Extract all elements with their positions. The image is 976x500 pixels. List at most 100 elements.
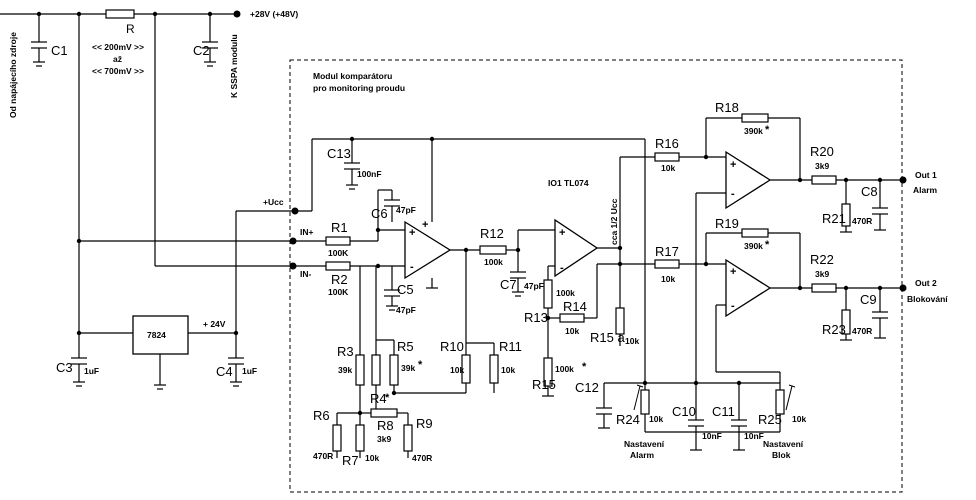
r11-value: 10k: [501, 365, 515, 375]
pot-alarm-sublabel: Alarm: [630, 450, 655, 460]
r11-label: R11: [499, 339, 522, 354]
module-supply-bus: [295, 136, 646, 383]
r9-value: 470R: [412, 453, 432, 463]
c7-label: C7: [500, 277, 517, 292]
r21-label: R21: [822, 211, 846, 226]
pot-blok-sublabel: Blok: [772, 450, 791, 460]
r22-value: 3k9: [815, 269, 829, 279]
r16-label: R16: [655, 136, 679, 151]
opamp1-minus-sign: -: [410, 261, 414, 273]
opamp2-plus-sign: +: [559, 227, 565, 239]
c2-label: C2: [193, 43, 210, 58]
r6-label: R6: [313, 408, 330, 423]
r3-value: 39k: [338, 365, 352, 375]
opamp-stage2: [479, 218, 620, 397]
r23-value: 470R: [852, 326, 872, 336]
ucc-label: +Ucc: [263, 197, 284, 207]
module-title-line1: Modul komparátoru: [313, 71, 392, 81]
r5-value: 39k: [401, 363, 415, 373]
out2-sublabel: Blokování: [907, 294, 948, 304]
r9-label: R9: [416, 416, 433, 431]
r7-label: R7: [342, 453, 359, 468]
supply-rail: [0, 9, 241, 333]
r2-label: R2: [331, 272, 348, 287]
r8-label: R8: [377, 418, 394, 433]
r17-value: 10k: [661, 274, 675, 284]
comp1-minus-sign: -: [731, 188, 735, 200]
c9-label: C9: [860, 292, 877, 307]
r24-value: 10k: [649, 414, 663, 424]
r12-value: 100k: [484, 257, 503, 267]
ic-label: IO1 TL074: [548, 178, 589, 188]
r5-label: R5: [397, 339, 414, 354]
out1-sublabel: Alarm: [913, 185, 938, 195]
module-boundary: [289, 59, 903, 493]
r15-label: R15: [532, 377, 556, 392]
comp2-plus-sign: +: [730, 266, 736, 278]
r22-label: R22: [810, 252, 834, 267]
c11-label: C11: [712, 404, 735, 419]
supply-source-label: Od napájecího zdroje: [8, 32, 18, 118]
r18-label: R18: [715, 100, 739, 115]
r4-mark: *: [385, 392, 390, 404]
c11-value: 10nF: [744, 431, 764, 441]
comparator-blok: [654, 228, 907, 383]
c4-label: C4: [216, 364, 233, 379]
c8-label: C8: [861, 184, 878, 199]
opamp-stage1: [325, 189, 480, 393]
pot-alarm-label: Nastavení: [624, 439, 665, 449]
sense-range-bottom: << 700mV >>: [92, 66, 144, 76]
r23-label: R23: [822, 322, 846, 337]
regulator-label: 7824: [147, 330, 166, 340]
r3-label: R3: [337, 344, 354, 359]
c1-label: C1: [51, 43, 68, 58]
c13-value: 100nF: [357, 169, 382, 179]
r15a-label: R15 a: [590, 330, 625, 345]
c6-label: C6: [371, 206, 388, 221]
r21-value: 470R: [852, 216, 872, 226]
r17-label: R17: [655, 244, 679, 259]
r19-mark: *: [765, 239, 770, 251]
reference-node: [615, 156, 655, 346]
r24-label: R24: [616, 412, 640, 427]
r10-value: 10k: [450, 365, 464, 375]
sense-range-mid: až: [113, 54, 122, 64]
r19-value: 390k: [744, 241, 763, 251]
r25-value: 10k: [792, 414, 806, 424]
c10-value: 10nF: [702, 431, 722, 441]
c6-value: 47pF: [396, 205, 416, 215]
r15-value: 100k: [555, 364, 574, 374]
c3-value: 1uF: [84, 366, 99, 376]
in-minus-label: IN-: [300, 269, 312, 279]
r2-value: 100K: [328, 287, 349, 297]
r14-label: R14: [563, 299, 587, 314]
r13-value: 100k: [556, 288, 575, 298]
r15a-value: 10k: [625, 336, 639, 346]
adjustment-network: [596, 380, 796, 451]
opamp1-plus-supply: +: [422, 219, 428, 231]
r14-value: 10k: [565, 326, 579, 336]
r6-value: 470R: [313, 451, 333, 461]
r10-label: R10: [440, 339, 464, 354]
opamp1-plus-sign: +: [409, 227, 415, 239]
input-terminals: [76, 237, 326, 270]
r1-value: 100K: [328, 248, 349, 258]
pot-blok-label: Nastavení: [763, 439, 804, 449]
sense-resistor-label: R: [126, 22, 135, 36]
sense-resistor-symbol: [105, 9, 135, 19]
c5-value: 47pF: [396, 305, 416, 315]
r20-label: R20: [810, 144, 834, 159]
out2-label: Out 2: [915, 278, 937, 288]
regulator-section: [71, 207, 299, 390]
out1-label: Out 1: [915, 170, 937, 180]
c3-label: C3: [56, 360, 73, 375]
r12-label: R12: [480, 226, 504, 241]
regulator-7824: [132, 315, 189, 355]
comp1-plus-sign: +: [730, 159, 736, 171]
c12-label: C12: [575, 380, 599, 395]
r5-mark: *: [418, 359, 423, 371]
supply-voltage-label: +28V (+48V): [250, 9, 298, 19]
r19-label: R19: [715, 216, 739, 231]
opamp2-minus-sign: -: [560, 262, 564, 274]
c4-value: 1uF: [242, 366, 257, 376]
